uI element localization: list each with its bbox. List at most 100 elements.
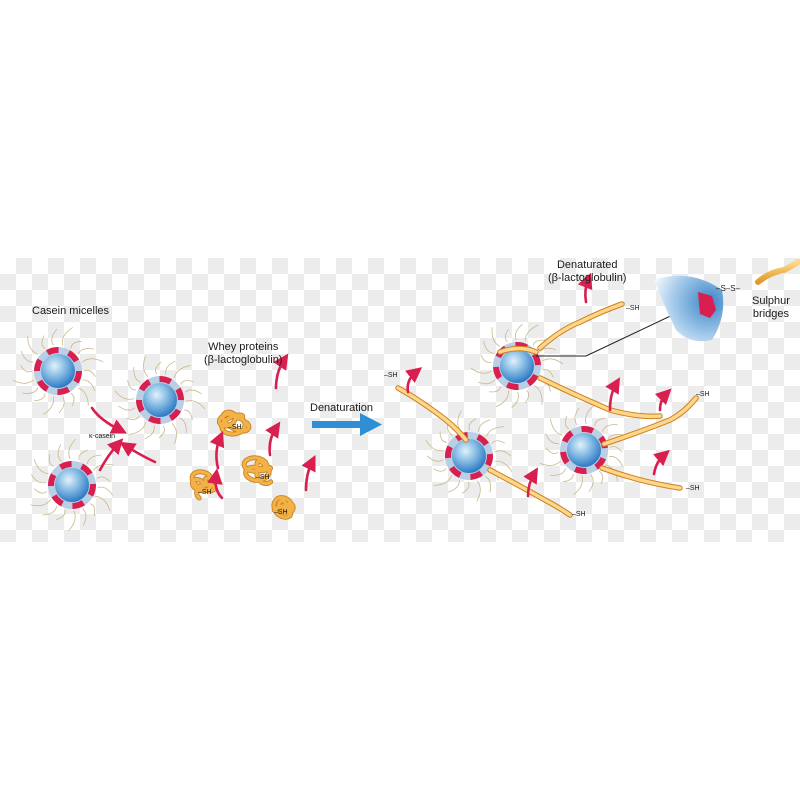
micelle-hair (30, 499, 51, 507)
sh-label-strand-3: –SH (696, 391, 710, 398)
kappa-casein-segment (526, 373, 539, 387)
denatured-strand (601, 395, 699, 447)
micelle-hair (89, 503, 96, 516)
micelle-hair (185, 400, 206, 410)
kappa-casein-segment (168, 408, 182, 421)
sulphur-bridges-label-line2: bridges (752, 307, 789, 320)
micelle-hair (165, 360, 176, 375)
whey-proteins-label-line2: (β-lactoglobulin) (204, 353, 283, 366)
kappa-casein-segment (159, 375, 173, 385)
micelle-hair (20, 350, 34, 363)
kappa-casein-segment (470, 470, 483, 480)
micelle-hair (126, 415, 140, 420)
micelle-core (567, 433, 601, 467)
kappa-casein-segment (46, 347, 59, 356)
micelle-hair (426, 455, 444, 462)
kappa-casein-segment (445, 445, 453, 459)
micelle-hair (478, 419, 491, 432)
reaction-arrow (577, 272, 593, 304)
reaction-arrow (405, 367, 423, 394)
reaction-arrow (119, 441, 157, 464)
micelle-hair (77, 348, 94, 355)
micelle-hair (41, 335, 46, 349)
micelle-hair (33, 488, 48, 494)
kappa-casein-segment (59, 461, 72, 470)
micelle-hair (532, 339, 545, 346)
casein-micelle (470, 324, 564, 408)
micelle-hair (447, 480, 460, 493)
micelle-hair (178, 417, 187, 433)
reaction-arrow (98, 438, 124, 472)
kappa-casein-segment (493, 366, 503, 380)
micelle-hair (30, 474, 47, 484)
micelle-hair (484, 476, 491, 493)
micelle-hair (545, 447, 559, 454)
micelle-hair (564, 415, 570, 430)
micelle-hair (180, 380, 194, 385)
denaturation-arrow (312, 413, 382, 436)
sh-label-strand-2: –SH (626, 305, 640, 312)
micelle-hair (504, 328, 510, 343)
micelle-core (143, 383, 177, 417)
micelle-hair (173, 365, 191, 379)
denatured-strand (537, 301, 625, 351)
micelle-detail-cap (654, 275, 724, 342)
micelle-hair (601, 424, 618, 432)
micelle-hair (158, 425, 165, 439)
kappa-casein-segment (80, 463, 93, 476)
arrows-group (90, 272, 672, 500)
micelle-hair (48, 454, 55, 467)
kappa-casein-segment (51, 494, 64, 507)
casein-micelles-label: Casein micelles (32, 305, 110, 317)
micelle-hair (563, 473, 574, 483)
micelles-group (12, 324, 629, 532)
micelle-hair (491, 327, 501, 347)
micelle-hair (127, 380, 137, 391)
kappa-casein-segment (485, 453, 494, 467)
micelle-hair (470, 367, 492, 374)
sh-label-whey-2: –SH (256, 474, 270, 481)
micelle-hair (542, 369, 554, 378)
micelle-hair (51, 328, 58, 346)
micelle-hair (495, 390, 510, 408)
micelle-hair (118, 405, 136, 411)
kappa-casein-segment (581, 425, 595, 434)
kappa-casein-segment (531, 352, 541, 366)
sh-label-strand-1: –SH (384, 372, 398, 379)
kappa-casein-segment (48, 473, 57, 487)
micelle-hair (494, 460, 513, 473)
kappa-casein-segment (136, 399, 145, 413)
micelle-hair (609, 456, 623, 467)
denatured-strand (487, 467, 573, 518)
micelle-hair (83, 369, 96, 377)
micelle-hair (533, 385, 543, 405)
denaturated-label: Denaturated (β-lactoglobulin) (548, 259, 626, 284)
micelle-core (41, 354, 75, 388)
micelle-hair (155, 361, 162, 375)
whey-proteins-label: Whey proteins (β-lactoglobulin) (204, 341, 282, 366)
micelle-hair (97, 486, 114, 496)
micelle-hair (183, 409, 193, 420)
micelle-hair (491, 440, 505, 444)
casein-micelle (30, 438, 114, 532)
micelle-hair (56, 509, 66, 520)
kappa-casein-segment (175, 387, 184, 401)
micelle-hair (550, 468, 567, 476)
micelle-hair (78, 450, 88, 461)
micelle-hair (585, 404, 595, 425)
micelle-hair (485, 426, 505, 437)
micelle-core (452, 439, 486, 473)
micelle-hair (61, 327, 73, 346)
micelle-hair (143, 356, 149, 378)
denatured-strands-group (395, 301, 699, 518)
micelle-hair (184, 389, 202, 395)
micelle-hair (70, 340, 82, 349)
whey-proteins-group (189, 409, 296, 520)
denatured-strand (537, 375, 663, 420)
micelle-hair (171, 422, 177, 444)
denatured-strand (395, 385, 469, 443)
micelle-hair (433, 468, 447, 472)
micelle-hair (468, 418, 476, 431)
kappa-casein-segment (505, 381, 519, 390)
